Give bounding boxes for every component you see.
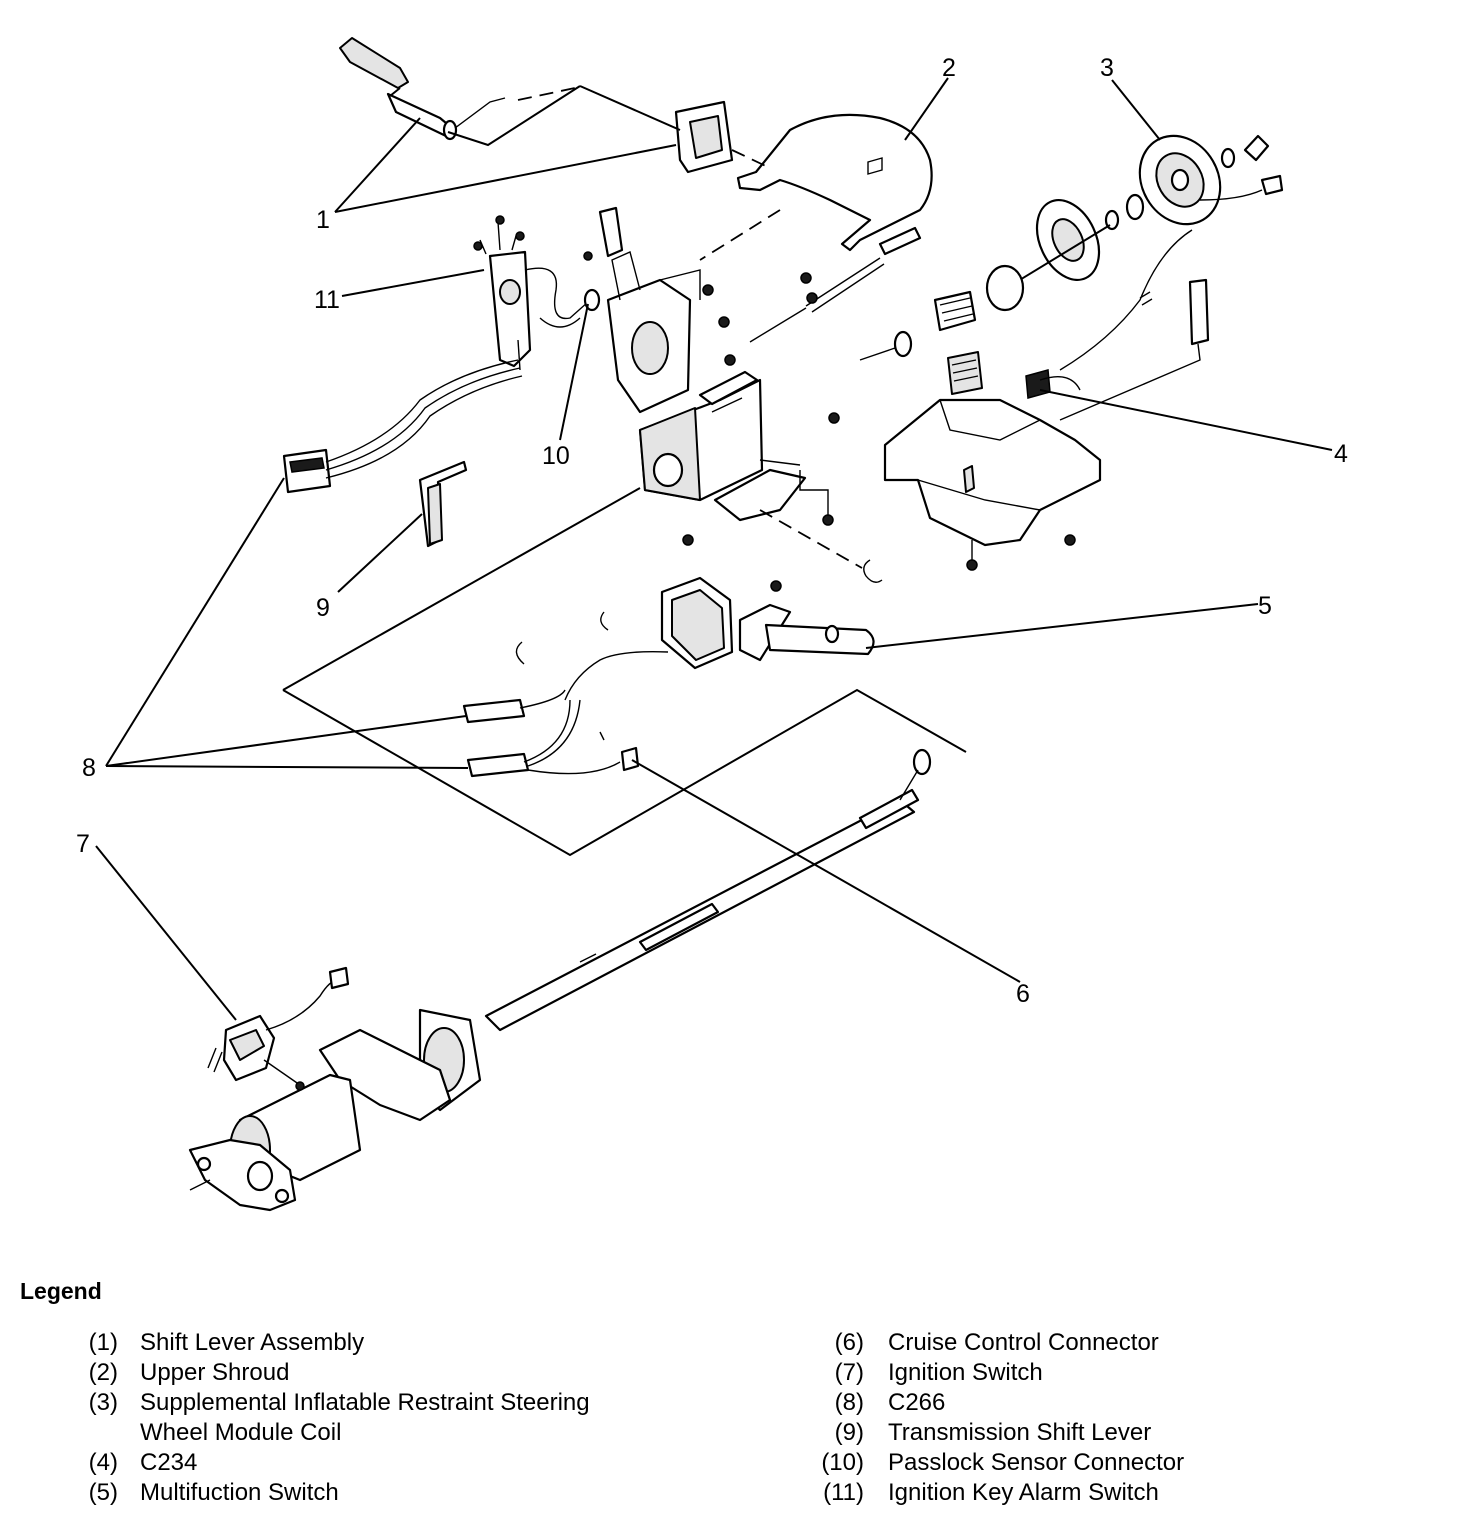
wiring-group-outline xyxy=(282,688,967,857)
legend-num: (3) xyxy=(88,1389,118,1416)
legend-num: (10) xyxy=(821,1449,864,1476)
callout-4: 4 xyxy=(1334,440,1348,468)
passlock-sensor-connector xyxy=(539,317,581,328)
legend-text: Cruise Control Connector xyxy=(888,1329,1159,1356)
callout-3: 3 xyxy=(1100,54,1114,82)
legend-num: (2) xyxy=(88,1359,118,1386)
shift-lever-assembly xyxy=(339,37,734,174)
callout-7: 7 xyxy=(76,830,90,858)
multifunction-switch xyxy=(515,534,875,701)
transmission-shift-lever xyxy=(418,460,468,548)
callout-8: 8 xyxy=(82,754,96,782)
legend-num: (4) xyxy=(88,1449,118,1476)
legend-text: Wheel Module Coil xyxy=(140,1419,342,1446)
legend-text: Ignition Switch xyxy=(888,1359,1043,1386)
legend-num: (6) xyxy=(834,1329,864,1356)
callout-9: 9 xyxy=(316,594,330,622)
legend-num: (11) xyxy=(823,1479,864,1506)
legend-num: (1) xyxy=(88,1329,118,1356)
upper-shroud xyxy=(699,113,933,261)
legend-text: Shift Lever Assembly xyxy=(140,1329,365,1356)
callout-leaders xyxy=(95,77,1333,1021)
callout-1: 1 xyxy=(316,206,330,234)
legend-text: Passlock Sensor Connector xyxy=(888,1449,1185,1476)
legend-text: Ignition Key Alarm Switch xyxy=(888,1479,1159,1506)
legend-text: C266 xyxy=(888,1389,946,1416)
callout-5: 5 xyxy=(1258,592,1272,620)
c266-lower-connectors xyxy=(462,689,640,778)
callout-10: 10 xyxy=(542,442,570,470)
column-housing xyxy=(638,272,883,583)
legend-text: Transmission Shift Lever xyxy=(888,1419,1152,1446)
ignition-switch xyxy=(207,966,350,1091)
callout-2: 2 xyxy=(942,54,956,82)
c266-connector xyxy=(282,339,523,494)
legend-num: (9) xyxy=(834,1419,864,1446)
ignition-key-alarm-switch xyxy=(473,215,601,368)
legend-text: Upper Shroud xyxy=(140,1359,290,1386)
legend-text: Supplemental Inflatable Restraint Steeri… xyxy=(140,1389,590,1416)
legend-title: Legend xyxy=(20,1278,102,1304)
legend-text: C234 xyxy=(140,1449,198,1476)
sir-coil xyxy=(1104,134,1284,231)
steering-shaft xyxy=(484,748,932,1032)
callout-labels: 1 2 3 4 5 6 7 8 9 10 11 xyxy=(76,54,1348,1008)
legend-num: (7) xyxy=(834,1359,864,1386)
column-jacket xyxy=(188,1008,482,1212)
callout-11: 11 xyxy=(314,286,340,314)
steering-column-exploded-diagram: 1 2 3 4 5 6 7 8 9 10 11 xyxy=(76,37,1348,1212)
lock-housing xyxy=(583,206,736,414)
column-lock-hardware xyxy=(749,199,1111,361)
legend-num: (5) xyxy=(88,1479,118,1506)
legend-num: (8) xyxy=(834,1389,864,1416)
legend-text: Multifuction Switch xyxy=(140,1479,339,1506)
callout-6: 6 xyxy=(1016,980,1030,1008)
lower-shroud xyxy=(883,229,1210,571)
